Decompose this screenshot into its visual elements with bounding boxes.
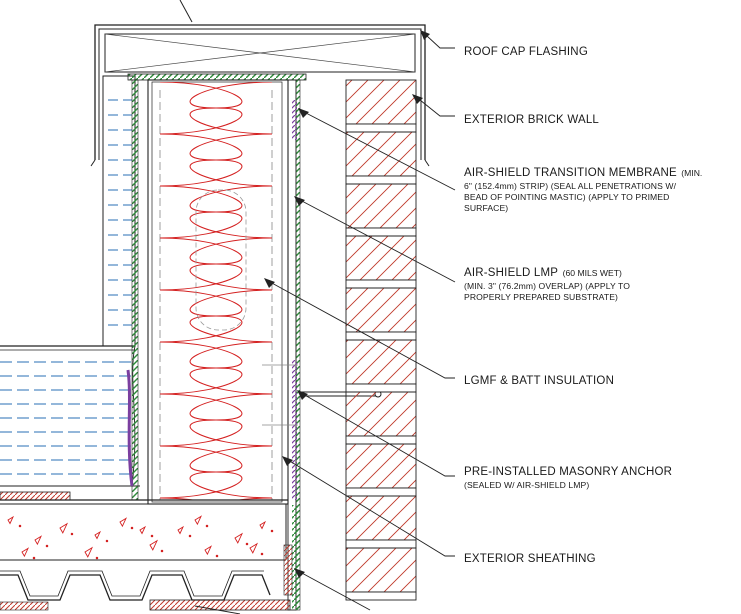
callout-lmp-line-1: (MIN. 3" (76.2mm) OVERLAP) (APPLY TO	[464, 281, 630, 291]
callout-roof-cap-title: ROOF CAP FLASHING	[464, 46, 588, 58]
callout-lgmf-title: LGMF & BATT INSULATION	[464, 375, 615, 387]
leader-brick	[419, 99, 455, 117]
callout-transition-membrane: AIR-SHIELD TRANSITION MEMBRANE (MIN. 6" …	[464, 163, 738, 214]
leader-anchor	[302, 393, 455, 477]
leader-lmp	[299, 199, 456, 283]
leader-lines	[194, 35, 456, 614]
roof-cap-flashing	[90, 0, 430, 167]
callout-air-shield-lmp: AIR-SHIELD LMP (60 MILS WET) (MIN. 3" (7…	[464, 263, 734, 303]
roof-insulation	[0, 75, 140, 487]
callout-transition-line-1: 6" (152.4mm) STRIP) (SEAL ALL PENETRATIO…	[464, 181, 677, 191]
hidden-outline	[195, 189, 247, 331]
steel-deck	[0, 544, 293, 611]
batt-insulation	[159, 82, 273, 500]
callout-lgmf-batt: LGMF & BATT INSULATION	[464, 371, 614, 389]
exterior-brick-wall	[345, 79, 417, 601]
callout-transition-note: (MIN.	[681, 168, 703, 178]
callout-roof-cap-flashing: ROOF CAP FLASHING	[464, 42, 588, 60]
exterior-sheathing	[287, 79, 301, 611]
callout-lmp-note: (60 MILS WET)	[562, 268, 622, 278]
callout-masonry-anchor: PRE-INSTALLED MASONRY ANCHOR (SEALED W/ …	[464, 462, 734, 491]
leader-roof-cap	[426, 35, 455, 49]
leader-arrowheads	[264, 30, 430, 578]
callout-transition-line-3: SURFACE)	[464, 203, 509, 213]
callout-lmp-title: AIR-SHIELD LMP	[464, 267, 559, 279]
callout-anchor-title: PRE-INSTALLED MASONRY ANCHOR	[464, 466, 673, 478]
wood-blocking	[104, 33, 416, 73]
leader-transition	[303, 111, 456, 191]
callout-exterior-brick-wall: EXTERIOR BRICK WALL	[464, 110, 599, 128]
callout-lmp-line-2: PROPERLY PREPARED SUBSTRATE)	[464, 292, 619, 302]
callout-transition-line-2: BEAD OF POINTING MASTIC) (APPLY TO PRIME…	[464, 192, 670, 202]
callout-exterior-sheathing: EXTERIOR SHEATHING	[464, 549, 596, 567]
concrete-slab	[0, 491, 288, 561]
callout-brick-title: EXTERIOR BRICK WALL	[464, 114, 600, 126]
leader-lgmf	[269, 281, 455, 379]
leader-bottom-right	[299, 571, 371, 611]
callout-sheathing-title: EXTERIOR SHEATHING	[464, 553, 596, 565]
callout-anchor-line-1: (SEALED W/ AIR-SHIELD LMP)	[464, 480, 590, 490]
leader-bottom	[194, 605, 241, 614]
callout-transition-title: AIR-SHIELD TRANSITION MEMBRANE	[464, 167, 677, 179]
leader-sheathing	[287, 459, 455, 557]
